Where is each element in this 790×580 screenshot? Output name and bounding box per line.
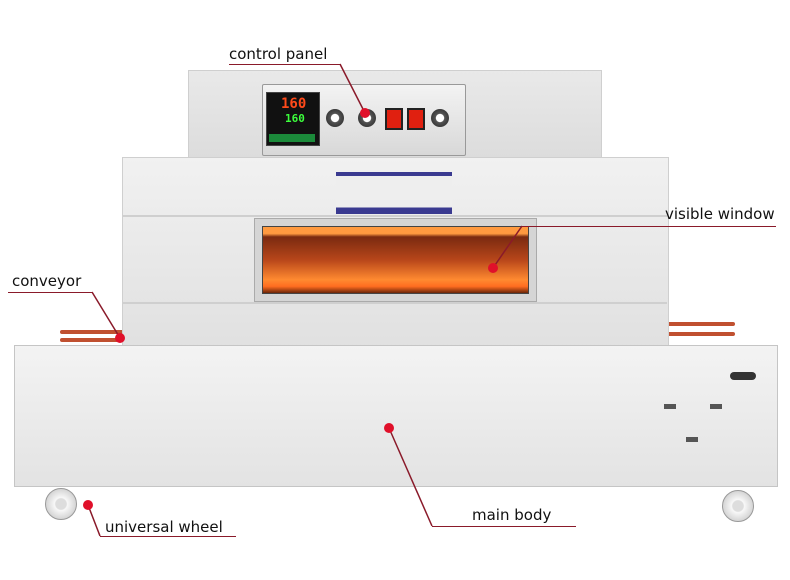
port-icon bbox=[664, 404, 676, 409]
marker-dot bbox=[384, 423, 394, 433]
knob-icon bbox=[431, 109, 449, 127]
underline bbox=[229, 64, 341, 65]
power-switch-icon bbox=[385, 108, 403, 130]
leader-line-conveyor bbox=[91, 291, 121, 339]
display-buttons bbox=[269, 134, 315, 142]
leader-line-main-body bbox=[388, 427, 433, 527]
label-control-panel: control panel bbox=[229, 45, 328, 63]
underline bbox=[8, 292, 92, 293]
visible-window bbox=[262, 226, 529, 294]
marker-dot bbox=[83, 500, 93, 510]
wheel-icon bbox=[45, 488, 77, 520]
label-conveyor: conveyor bbox=[12, 272, 82, 290]
display-set-value: 160 bbox=[281, 96, 307, 112]
temperature-display: 160 160 bbox=[266, 92, 320, 146]
brand-plate bbox=[336, 172, 452, 214]
display-actual-value: 160 bbox=[285, 112, 305, 125]
port-icon bbox=[686, 437, 698, 442]
label-main-body: main body bbox=[472, 506, 552, 524]
main-body bbox=[14, 345, 778, 487]
marker-dot bbox=[115, 333, 125, 343]
underline bbox=[522, 226, 776, 227]
leader-line-universal-wheel bbox=[87, 504, 101, 537]
panel-seam bbox=[122, 302, 667, 304]
label-universal-wheel: universal wheel bbox=[105, 518, 223, 536]
underline bbox=[432, 526, 576, 527]
marker-dot bbox=[360, 108, 370, 118]
wheel-icon bbox=[722, 490, 754, 522]
adjust-knob-icon bbox=[730, 372, 756, 380]
knob-icon bbox=[326, 109, 344, 127]
conveyor-rollers-right bbox=[665, 322, 735, 326]
leader-line-control-panel bbox=[339, 63, 366, 114]
conveyor-rollers-left bbox=[60, 338, 125, 342]
conveyor-rollers-right bbox=[665, 332, 735, 336]
marker-dot bbox=[488, 263, 498, 273]
leader-line-visible-window bbox=[492, 225, 523, 269]
label-visible-window: visible window bbox=[665, 205, 775, 223]
conveyor-rollers-left bbox=[60, 330, 125, 334]
panel-seam bbox=[122, 215, 667, 217]
power-switch-icon bbox=[407, 108, 425, 130]
port-icon bbox=[710, 404, 722, 409]
underline bbox=[100, 536, 236, 537]
